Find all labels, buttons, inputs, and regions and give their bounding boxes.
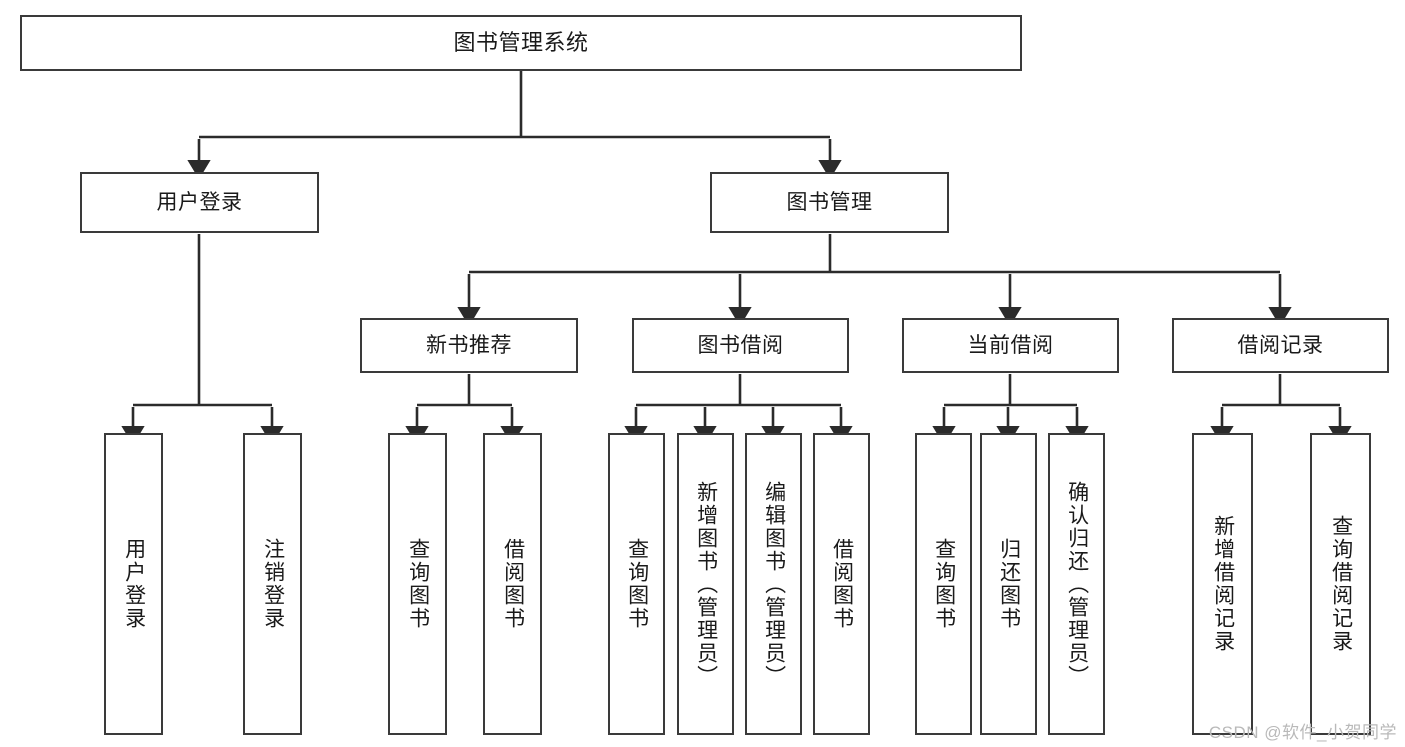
node-label: 查询图书 — [406, 538, 430, 630]
node-leaf-borrow-book-2[interactable]: 借阅图书 — [813, 433, 870, 735]
node-leaf-query-book-2[interactable]: 查询图书 — [608, 433, 665, 735]
node-label: 图书管理 — [786, 190, 873, 214]
node-leaf-query-book-1[interactable]: 查询图书 — [388, 433, 447, 735]
node-leaf-user-login[interactable]: 用户登录 — [104, 433, 163, 735]
node-label: 当前借阅 — [967, 333, 1054, 357]
node-leaf-confirm-return[interactable]: 确认归还（管理员） — [1048, 433, 1105, 735]
node-label: 查询图书 — [932, 538, 956, 630]
node-label: 图书借阅 — [697, 333, 784, 357]
node-leaf-add-book[interactable]: 新增图书（管理员） — [677, 433, 734, 735]
node-leaf-logout-login[interactable]: 注销登录 — [243, 433, 302, 735]
node-label: 归还图书 — [997, 538, 1021, 630]
node-leaf-query-record[interactable]: 查询借阅记录 — [1310, 433, 1371, 735]
watermark-text: CSDN @软件_小贺同学 — [1208, 723, 1397, 742]
node-book-borrow[interactable]: 图书借阅 — [632, 318, 849, 373]
node-current-borrow[interactable]: 当前借阅 — [902, 318, 1119, 373]
node-label: 新增图书（管理员） — [694, 480, 718, 688]
node-label: 图书管理系统 — [453, 29, 589, 55]
node-book-management[interactable]: 图书管理 — [710, 172, 949, 233]
node-label: 借阅图书 — [501, 538, 525, 630]
node-leaf-query-book-3[interactable]: 查询图书 — [915, 433, 972, 735]
node-root-book-management-system[interactable]: 图书管理系统 — [20, 15, 1022, 71]
node-label: 用户登录 — [122, 538, 146, 630]
node-new-book-recommend[interactable]: 新书推荐 — [360, 318, 578, 373]
node-user-login[interactable]: 用户登录 — [80, 172, 319, 233]
node-leaf-add-record[interactable]: 新增借阅记录 — [1192, 433, 1253, 735]
node-leaf-edit-book[interactable]: 编辑图书（管理员） — [745, 433, 802, 735]
node-label: 新增借阅记录 — [1211, 515, 1235, 653]
node-label: 新书推荐 — [426, 333, 512, 357]
node-label: 编辑图书（管理员） — [762, 480, 786, 688]
node-leaf-borrow-book-1[interactable]: 借阅图书 — [483, 433, 542, 735]
node-label: 借阅图书 — [830, 538, 854, 630]
node-label: 确认归还（管理员） — [1065, 480, 1089, 688]
node-leaf-return-book[interactable]: 归还图书 — [980, 433, 1037, 735]
node-label: 用户登录 — [156, 190, 243, 214]
node-borrow-record[interactable]: 借阅记录 — [1172, 318, 1389, 373]
node-label: 查询图书 — [625, 538, 649, 630]
node-label: 注销登录 — [261, 538, 285, 630]
node-label: 借阅记录 — [1237, 333, 1324, 357]
node-label: 查询借阅记录 — [1329, 515, 1353, 653]
